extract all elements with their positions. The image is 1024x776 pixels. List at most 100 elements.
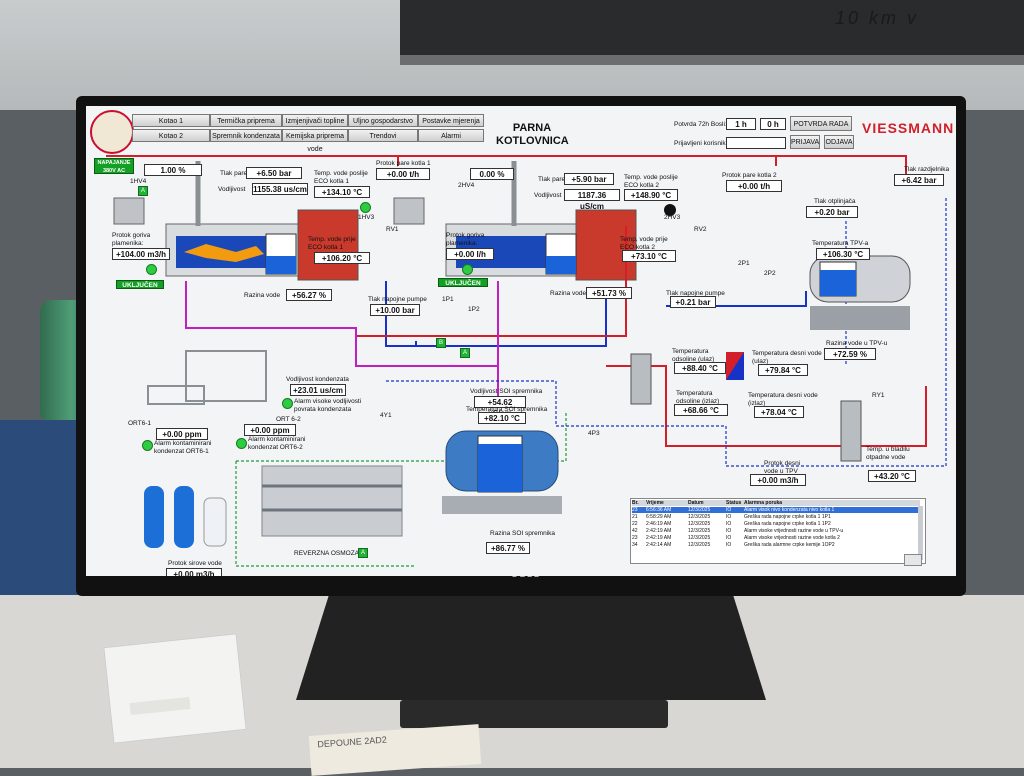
nav-postavke[interactable]: Postavke mjerenja <box>418 114 484 127</box>
cell: 12/3/2025 <box>688 521 711 527</box>
cell: 21 <box>632 514 638 520</box>
fresh-temp-label: Temperatura desni vode (ulaz) <box>752 350 822 365</box>
nav-kemijska[interactable]: Kemijska priprema vode <box>282 129 348 153</box>
b1-fuel-flow: +104.00 m3/h <box>112 248 170 260</box>
minutes-input[interactable]: 0 h <box>760 118 786 130</box>
b2-fuel-flow-label: Protok goriva plamenika: <box>446 232 485 247</box>
nav-kotao-1[interactable]: Kotao 1 <box>132 114 210 127</box>
cell: Greška rada napojne crpke kotla 1 1P1 <box>744 514 831 520</box>
tpv-temp-label: Temperatura TPV-a <box>812 240 869 247</box>
b1-level: +56.27 % <box>286 289 332 301</box>
flow-label: Protok desni vode u TPV <box>764 460 801 475</box>
b2-pump2-label: 2P2 <box>764 270 776 277</box>
ort2-value: +0.00 ppm <box>244 424 296 436</box>
white-box <box>103 633 247 744</box>
condensate-conductivity-label: Vodljivost kondenzata <box>286 376 349 383</box>
cell: 23 <box>632 507 638 513</box>
b1-eco-temp: +134.10 °C <box>314 186 370 198</box>
b2-level: +51.73 % <box>586 287 632 299</box>
shelf-edge <box>400 55 1024 65</box>
cell: Alarm visok nivo kondenzata nivo kotla 1 <box>744 507 835 513</box>
b1-pump2-tag: A <box>460 348 470 358</box>
nav-termicka-priprema[interactable]: Termička priprema vode <box>210 114 282 138</box>
monitor-stand-base <box>400 700 668 728</box>
nav-izmjenjivaci[interactable]: Izmjenjivači topline <box>282 114 348 127</box>
b2-status-badge: UKLJUČEN <box>438 278 488 287</box>
tank-temp-label: Temperatura SOI spremnika <box>466 406 548 413</box>
user-field[interactable] <box>726 137 786 149</box>
b1-water-before: +106.20 °C <box>314 252 370 264</box>
ort2-label: ORT 6-2 <box>276 416 301 423</box>
b1-hv-label: 1HV3 <box>358 214 375 221</box>
ort2-alarm-label: Alarm kontaminirani kondenzat ORT6-2 <box>248 436 306 451</box>
b1-steam-pressure-label: Tlak pare <box>220 170 248 177</box>
nav-kotao-2[interactable]: Kotao 2 <box>132 129 210 142</box>
ro-auto-tag: A <box>358 548 368 558</box>
cell: IO <box>726 535 732 541</box>
tank-level: +86.77 % <box>486 542 530 554</box>
b1-rv-label: RV1 <box>386 226 399 233</box>
cell: Greška rada alarmne crpke kemije 1OP2 <box>744 542 835 548</box>
b1-auto-tag: A <box>138 186 148 196</box>
confirm-button[interactable]: POTVRDA RADA <box>790 116 852 131</box>
hours-input[interactable]: 1 h <box>726 118 756 130</box>
title-line-2: KOTLOVNICA <box>496 135 569 147</box>
cell: 23 <box>632 535 638 541</box>
alarm-table-scrollbar[interactable] <box>918 506 923 560</box>
b1-pump1-tag: B <box>436 338 446 348</box>
out-temp: +68.66 °C <box>674 404 728 416</box>
b2-steam-pressure-label: Tlak pare <box>538 176 566 183</box>
col-poruka: Alarmna poruka <box>744 500 783 506</box>
b2-burner-status-icon <box>462 264 473 275</box>
hv-4y1-label: 4Y1 <box>380 412 392 419</box>
header-pressure-label: Tlak razdjelnika <box>904 166 950 173</box>
col-datum: Datum <box>688 500 704 506</box>
b2-steam-flow-label: Protok pare kotla 2 <box>722 172 777 179</box>
ort2-alarm-icon <box>236 438 247 449</box>
b1-steam-flow-label: Protok pare kotla 1 <box>376 160 431 167</box>
b1-water-before-label: Temp. vode prije ECO kotla 1 <box>308 236 356 251</box>
cell: 12/3/2025 <box>688 507 711 513</box>
nav-alarmi[interactable]: Alarmi <box>418 129 484 142</box>
tpv-temp: +106.30 °C <box>816 248 870 260</box>
b1-fuel-flow-label: Protok goriva plamenika: <box>112 232 151 247</box>
degasser-pressure: +0.20 bar <box>806 206 858 218</box>
tpv-level-label: Razina vode u TPV-u <box>826 340 888 347</box>
company-logo <box>90 110 134 154</box>
blue-crate <box>0 420 84 600</box>
col-vrijeme: Vrijeme <box>646 500 664 506</box>
b1-level-label: Razina vode <box>244 292 281 299</box>
ack-icon[interactable] <box>904 554 922 566</box>
condensate-alarm-label: Alarm visoke vodljivosti povrata kondenz… <box>294 398 362 413</box>
shelf <box>400 0 1024 62</box>
condensate-alarm-icon <box>282 398 293 409</box>
raw-water-flow: +0.00 m3/h <box>166 568 222 576</box>
return-temp-label: Temperatura odsoline (ulaz) <box>672 348 715 363</box>
b2-feed-pressure: +0.21 bar <box>670 296 716 308</box>
logout-button[interactable]: ODJAVA <box>824 135 854 149</box>
cell: 34 <box>632 542 638 548</box>
cell: IO <box>726 528 732 534</box>
nav-uljno[interactable]: Uljno gospodarstvo <box>348 114 418 127</box>
cell: Alarm visoke vrijednosti razine vode u T… <box>744 528 844 534</box>
ro-label: REVERZNA OSMOZA <box>294 550 360 557</box>
cell: 42 <box>632 528 638 534</box>
login-button[interactable]: PRIJAVA <box>790 135 820 149</box>
return-temp: +88.40 °C <box>674 362 726 374</box>
cell: 12/3/2025 <box>688 542 711 548</box>
cell: IO <box>726 542 732 548</box>
col-status: Status <box>726 500 742 506</box>
nav-spremnik[interactable]: Spremnik kondenzata <box>210 129 282 142</box>
handwritten-note: 10 km v <box>835 8 920 28</box>
degasser-pressure-label: Tlak otplinjača <box>814 198 856 205</box>
supply-badge: NAPAJANJE 380V AC <box>94 158 134 174</box>
b2-conductivity-label: Vodljivost <box>534 192 562 199</box>
nav-trendovi[interactable]: Trendovi <box>348 129 418 142</box>
